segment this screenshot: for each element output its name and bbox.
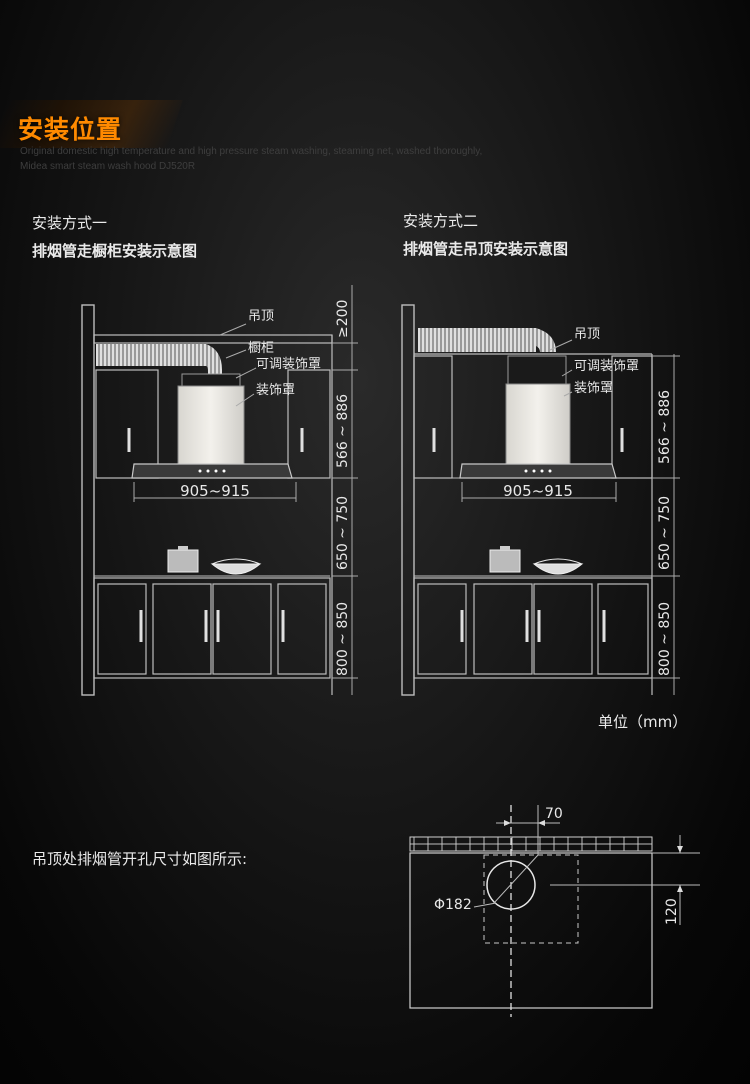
hood-body bbox=[177, 385, 245, 465]
wall bbox=[81, 304, 95, 696]
hood-body bbox=[505, 383, 571, 465]
method1-diagram: 905~915 吊顶 橱柜 可调装饰罩 装饰罩 ≥200 566 ~ 886 6… bbox=[81, 285, 358, 696]
ceiling-brick bbox=[409, 836, 653, 852]
hole-note: 吊顶处排烟管开孔尺寸如图所示: bbox=[32, 850, 248, 868]
method1-dim-top: ≥200 bbox=[335, 300, 351, 338]
method2-title: 安装方式二 bbox=[403, 212, 479, 230]
hole-diagram: 70 Φ182 120 bbox=[409, 805, 700, 1017]
method1-dim-base: 800 ~ 850 bbox=[335, 602, 351, 676]
pot-icon bbox=[167, 549, 199, 573]
method1-adjustable-cover-label: 可调装饰罩 bbox=[256, 357, 321, 372]
wall bbox=[401, 304, 415, 696]
exhaust-duct bbox=[418, 328, 536, 352]
base-cabinets bbox=[413, 577, 653, 679]
method2-width-label: 905~915 bbox=[503, 482, 573, 500]
pot-icon bbox=[489, 549, 521, 573]
method1-title: 安装方式一 bbox=[32, 214, 108, 232]
hood-panel bbox=[131, 463, 293, 479]
hood-panel bbox=[459, 463, 617, 479]
section-title: 安装位置 bbox=[18, 115, 123, 144]
hole-offset-label: 70 bbox=[545, 806, 563, 822]
subtitle-line-2: Midea smart steam wash hood DJ520R bbox=[20, 161, 196, 172]
base-cabinets bbox=[93, 577, 331, 679]
method1-ceiling-label: 吊顶 bbox=[248, 309, 274, 324]
method2-dim-hood: 566 ~ 886 bbox=[657, 390, 673, 464]
upper-cabinet-left bbox=[413, 355, 453, 479]
unit-note: 单位（mm） bbox=[598, 713, 688, 731]
method1-caption: 排烟管走橱柜安装示意图 bbox=[32, 242, 198, 260]
exhaust-duct bbox=[96, 344, 206, 366]
method2-diagram: 905~915 吊顶 可调装饰罩 装饰罩 566 ~ 886 650 ~ 750… bbox=[401, 304, 680, 696]
ceiling-board bbox=[409, 852, 653, 1009]
hood-adjustable-cover bbox=[181, 373, 241, 387]
hood-outline bbox=[483, 854, 579, 944]
ceiling bbox=[93, 334, 333, 344]
method2-caption: 排烟管走吊顶安装示意图 bbox=[403, 240, 569, 258]
hood-adjustable-cover bbox=[507, 355, 567, 385]
method1-cabinet-label: 橱柜 bbox=[248, 341, 274, 356]
method2-cover-label: 装饰罩 bbox=[574, 381, 613, 396]
method2-dim-base: 800 ~ 850 bbox=[657, 602, 673, 676]
upper-cabinet-left bbox=[95, 369, 159, 479]
method2-ceiling-label: 吊顶 bbox=[574, 327, 600, 342]
hole-depth-label: 120 bbox=[664, 898, 680, 925]
method1-width-label: 905~915 bbox=[180, 482, 250, 500]
method1-dim-hood: 566 ~ 886 bbox=[335, 394, 351, 468]
wok-icon bbox=[532, 563, 584, 575]
method2-adjustable-cover-label: 可调装饰罩 bbox=[574, 359, 639, 374]
method1-cover-label: 装饰罩 bbox=[256, 383, 295, 398]
method2-dim-mid: 650 ~ 750 bbox=[657, 496, 673, 570]
upper-cabinet-right bbox=[611, 355, 653, 479]
subtitle-line-1: Original domestic high temperature and h… bbox=[20, 146, 483, 157]
wok-icon bbox=[210, 563, 262, 575]
hole-diameter-label: Φ182 bbox=[434, 897, 472, 913]
method1-dim-mid: 650 ~ 750 bbox=[335, 496, 351, 570]
